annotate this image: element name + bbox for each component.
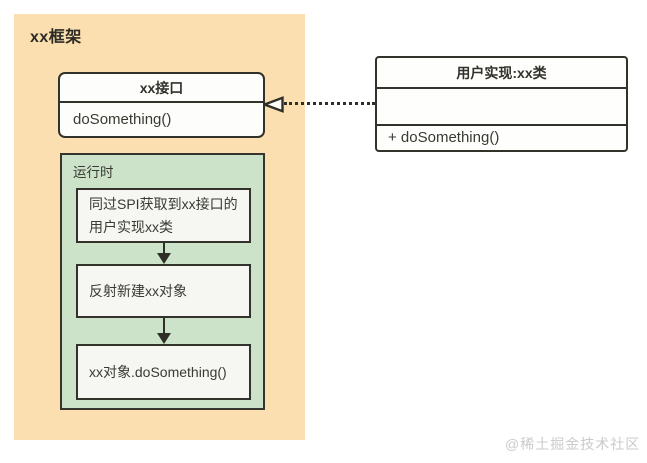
runtime-label: 运行时 bbox=[73, 165, 114, 180]
user-class-title: 用户实现:xx类 bbox=[377, 58, 626, 89]
flow-arrow-icon bbox=[156, 243, 172, 264]
realization-triangle-icon bbox=[263, 96, 284, 113]
flow-arrow-head bbox=[157, 333, 171, 344]
runtime-step-spi-lookup: 同过SPI获取到xx接口的用户实现xx类 bbox=[76, 188, 251, 243]
interface-box-title: xx接口 bbox=[60, 74, 263, 103]
interface-box-method: doSomething() bbox=[73, 110, 172, 128]
interface-box: xx接口 doSomething() bbox=[58, 72, 265, 138]
user-class-box: 用户实现:xx类 + doSomething() bbox=[375, 56, 628, 152]
runtime-region: 运行时 同过SPI获取到xx接口的用户实现xx类 反射新建xx对象 xx对象.d… bbox=[60, 153, 265, 410]
runtime-step-reflect-new: 反射新建xx对象 bbox=[76, 264, 251, 318]
framework-title: xx框架 bbox=[30, 29, 82, 46]
user-class-fields-compartment bbox=[377, 89, 626, 126]
watermark-text: @稀土掘金技术社区 bbox=[505, 436, 641, 452]
flow-arrow-icon bbox=[156, 318, 172, 344]
flow-arrow-shaft bbox=[162, 243, 166, 253]
realization-dotted-line bbox=[284, 102, 375, 105]
user-class-method: + doSomething() bbox=[388, 128, 500, 146]
flow-arrow-head bbox=[157, 253, 171, 264]
runtime-step-invoke-method: xx对象.doSomething() bbox=[76, 344, 251, 400]
flow-arrow-shaft bbox=[162, 318, 166, 333]
